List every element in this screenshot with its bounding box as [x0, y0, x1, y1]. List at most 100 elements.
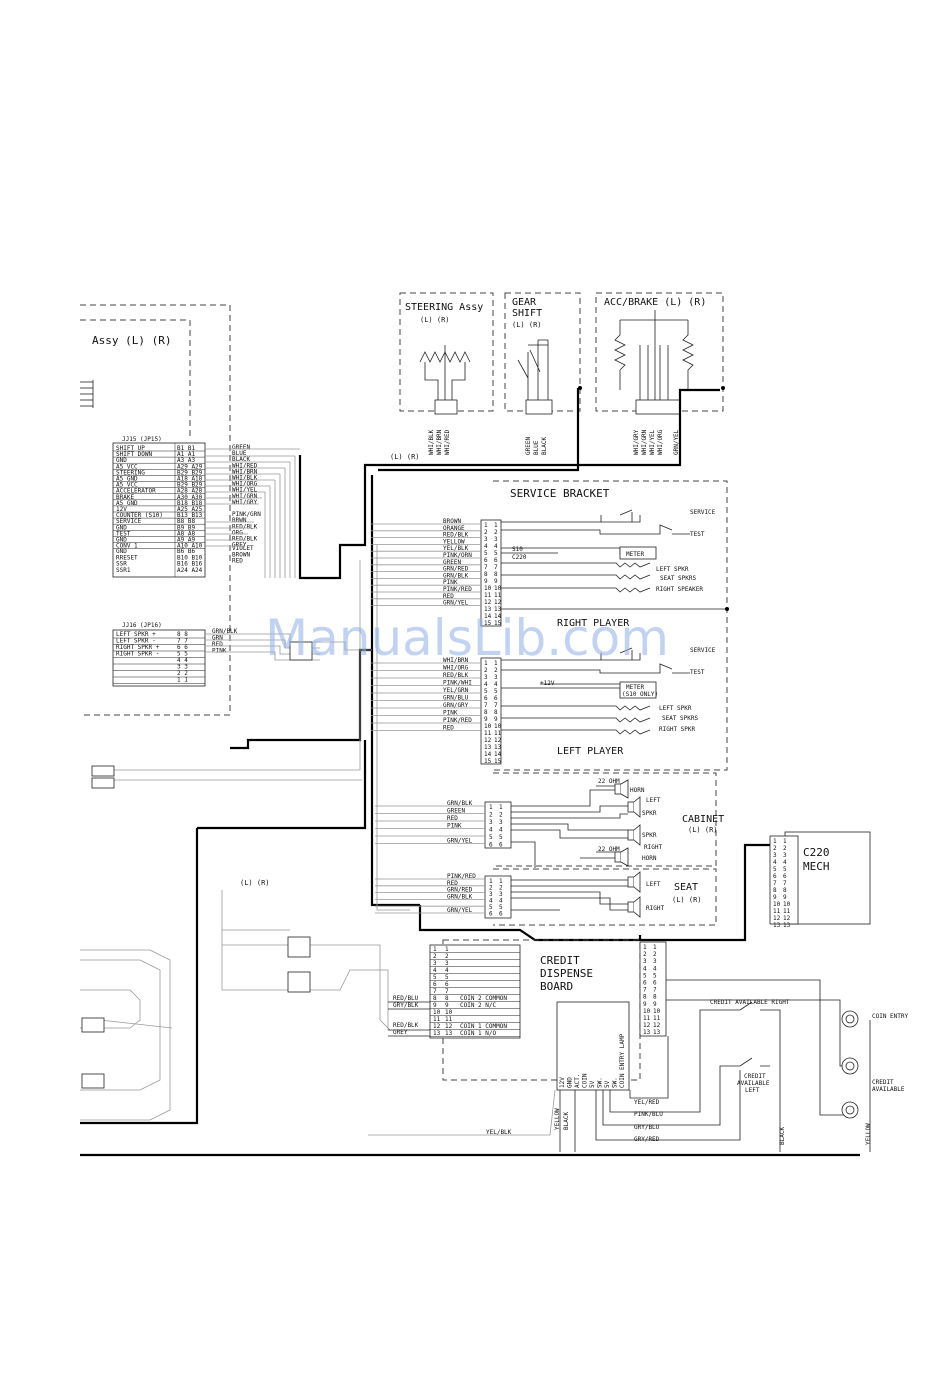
cab-horn-2: HORN — [642, 855, 657, 862]
pin-number: 11 — [643, 1015, 651, 1022]
pin-number: 7 — [653, 987, 657, 994]
pin-number: 2 — [499, 885, 503, 892]
jj15-row-label: A5 GND — [116, 500, 138, 507]
pin-number: 10 — [494, 585, 502, 592]
pin-number: 12 — [783, 915, 791, 922]
pin-number: 9 — [653, 1001, 657, 1008]
jj15-row-wire: RED — [232, 558, 243, 565]
wire-label: PINK — [447, 823, 462, 830]
pin-number: 12 — [484, 599, 492, 606]
credit-out-3: GRY/BLU — [634, 1124, 660, 1131]
jj15-row-label: STEERING — [116, 469, 145, 476]
lp-meter-1: METER — [626, 684, 644, 691]
pin-number: 4 — [494, 681, 498, 688]
left-player-title: LEFT PLAYER — [557, 746, 624, 757]
acc-title: ACC/BRAKE (L) (R) — [604, 297, 706, 308]
jj15-row-wire: BRWN — [232, 517, 247, 524]
jj15-row-label: COUNTER (S10) — [116, 512, 163, 519]
wire-label: GRN/BLK — [447, 800, 473, 807]
jj15-row-pins: A24 A24 — [177, 567, 203, 574]
jj15-row-pins: B9 B9 — [177, 524, 195, 531]
credit-vert-1: YELLOW — [554, 1108, 561, 1130]
pin-number: 5 — [653, 972, 657, 979]
pin-number: 4 — [489, 898, 493, 905]
cab-spkr-2: SPKR — [642, 832, 657, 839]
left-small-connectors: (L) (R) — [81, 641, 313, 1089]
wire-label: YELLOW — [443, 538, 465, 545]
acc-wire-2: WHI/GRN — [641, 429, 648, 455]
pin-number: 13 — [653, 1029, 661, 1036]
jj16-row-wire: RED — [212, 641, 223, 648]
credit-pin-text: COIN 1 N/O — [460, 1030, 497, 1037]
credit-pin: 6 — [445, 981, 449, 988]
credit-pin: 2 — [433, 953, 437, 960]
pin-number: 2 — [489, 812, 493, 819]
top-wire-labels: WHI/BLK WHI/BRN WHI/RED GREEN BLUE BLACK… — [390, 429, 680, 461]
jj15-row-label: 12V — [116, 506, 127, 513]
credit-pin: 3 — [445, 960, 449, 967]
right-player-connector — [480, 519, 502, 627]
jj16-box — [112, 629, 206, 687]
credit-pin: 5 — [445, 974, 449, 981]
wire-label: GREEN — [443, 559, 461, 566]
pin-number: 6 — [643, 980, 647, 987]
jj15-row-pins: A25 A25 — [177, 506, 203, 513]
cab-horn-1: HORN — [630, 787, 645, 794]
pin-number: 10 — [773, 901, 781, 908]
pin-number: 11 — [494, 730, 502, 737]
gear-wire-2: BLUE — [533, 440, 540, 455]
wire-label: GRN/BLU — [443, 695, 469, 702]
jj16-row-pins: 5 5 — [177, 651, 188, 658]
pin-number: 12 — [653, 1022, 661, 1029]
jj15-row-pins: B1 B1 — [177, 445, 195, 452]
wire-label: GRN/BLK — [443, 572, 469, 579]
wire-label: PINK — [443, 710, 458, 717]
pin-number: 13 — [484, 606, 492, 613]
credit-out-2: PINK/BLU — [634, 1111, 663, 1118]
pin-number: 5 — [783, 866, 787, 873]
wire-label: GRN/RED — [443, 566, 469, 573]
pin-number: 3 — [773, 852, 777, 859]
rp-right-speaker: RIGHT SPEAKER — [656, 586, 703, 593]
pin-number: 5 — [499, 904, 503, 911]
steer-wire-3: WHI/RED — [444, 429, 451, 455]
credit-avail-left-3: LEFT — [745, 1087, 760, 1094]
pin-number: 12 — [643, 1022, 651, 1029]
jj15-row-label: RRESET — [116, 554, 138, 561]
credit-vert-4: YELLOW — [865, 1123, 872, 1145]
jj15-row-pins: B8 B8 — [177, 518, 195, 525]
credit-bottom-label: COIN ENTRY LAMP — [619, 1033, 626, 1088]
pin-number: 4 — [643, 965, 647, 972]
wire-label: GRN/YEL — [443, 600, 469, 607]
pin-number: 8 — [484, 709, 488, 716]
pin-number: 3 — [499, 891, 503, 898]
gear-shift-assembly: GEAR SHIFT (L) (R) — [504, 292, 582, 415]
jj15-row-wire: WHI/BRN — [232, 468, 258, 475]
pin-number: 1 — [499, 804, 503, 811]
lp-meter-2: (S10 ONLY) — [622, 691, 658, 698]
wire-label: ORANGE — [443, 525, 465, 532]
pin-number: 3 — [783, 852, 787, 859]
pin-number: 6 — [783, 873, 787, 880]
pin-number: 7 — [484, 564, 488, 571]
jj16-row-pins: 6 6 — [177, 644, 188, 651]
pin-number: 8 — [643, 994, 647, 1001]
jj15-row-label: SHIFT UP — [116, 445, 145, 452]
pin-number: 1 — [484, 660, 488, 667]
pin-number: 4 — [773, 859, 777, 866]
lp-test: TEST — [690, 669, 705, 676]
jj15-row-label: GND — [116, 524, 127, 531]
acc-wire-5: GRN/YEL — [673, 429, 680, 455]
harness-thin — [80, 448, 556, 1136]
wire-label: YEL/GRN — [443, 687, 469, 694]
credit-wire-1: RED/BLU — [393, 995, 419, 1002]
credit-wire-3: RED/BLK — [393, 1022, 419, 1029]
pin-number: 4 — [653, 965, 657, 972]
credit-available-right: CREDIT AVAILABLE RIGHT — [710, 999, 790, 1006]
